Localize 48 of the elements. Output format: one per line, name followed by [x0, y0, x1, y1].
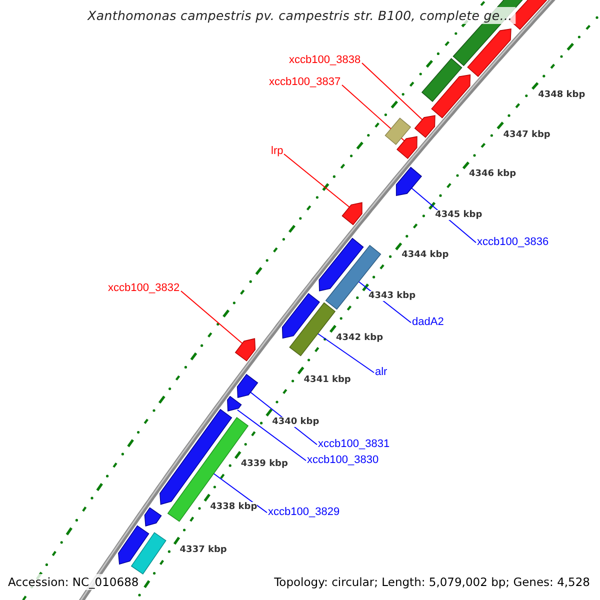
gene-feature-block: [421, 58, 462, 102]
tick-label: 4342 kbp: [336, 332, 384, 343]
gene-feature: [318, 238, 364, 292]
tick-label: 4348 kbp: [538, 90, 586, 100]
map-title: Xanthomonas campestris pv. campestris str. B100, complete ge...: [84, 7, 516, 24]
tick-label: 4347 kbp: [503, 130, 550, 140]
gene-feature: [414, 115, 436, 138]
tick-label: 4338 kbp: [210, 502, 258, 512]
gene-feature: [236, 374, 258, 398]
leader-line: [284, 154, 350, 208]
gene-feature: [234, 338, 256, 362]
leader-line: [362, 62, 423, 120]
gene-label: lrp: [271, 145, 284, 157]
gene-feature: [144, 507, 162, 526]
accession-text: Accession: NC_010688: [6, 574, 141, 590]
gene-label: alr: [375, 366, 388, 378]
genome-info-text: Topology: circular; Length: 5,079,002 bp; Genes: 4,528: [272, 574, 592, 590]
tick-label: 4343 kbp: [368, 291, 416, 302]
gene-label: xccb100_3831: [318, 438, 390, 450]
tick-label: 4339 kbp: [240, 459, 288, 469]
gene-label: xccb100_3837: [269, 76, 341, 88]
tick-label: 4344 kbp: [402, 250, 449, 260]
gene-feature-block: [289, 302, 336, 356]
gene-feature: [227, 396, 242, 412]
tick-label: 4337 kbp: [180, 544, 227, 555]
leader-line: [212, 472, 268, 514]
gene-feature: [282, 293, 320, 339]
leader-line: [317, 333, 374, 374]
leader-line: [236, 409, 306, 462]
gene-feature: [342, 202, 362, 226]
gene-feature-block: [130, 532, 166, 574]
tick-label: 4341 kbp: [304, 374, 351, 384]
gene-label: xccb100_3830: [307, 454, 379, 466]
gene-feature: [118, 525, 150, 565]
gene-feature-block: [384, 118, 412, 145]
gene-label: xccb100_3838: [289, 54, 361, 66]
tick-label: 4346 kbp: [469, 169, 516, 180]
gene-label: xccb100_3832: [108, 282, 180, 294]
gene-feature: [396, 136, 418, 159]
gene-label: dadA2: [412, 316, 444, 328]
tick-label: 4345 kbp: [435, 210, 482, 220]
leader-line: [180, 290, 243, 344]
gene-label: xccb100_3829: [268, 506, 340, 518]
gene-feature: [467, 28, 512, 77]
gene-feature: [396, 166, 422, 196]
tick-label: 4340 kbp: [272, 416, 320, 427]
gene-feature: [431, 74, 471, 118]
gene-label: xccb100_3836: [477, 236, 549, 248]
